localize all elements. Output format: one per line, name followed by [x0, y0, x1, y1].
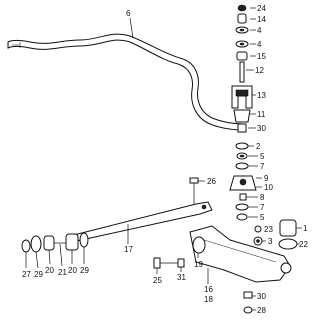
label-27: 27	[22, 270, 31, 279]
label-5a: 5	[260, 152, 265, 161]
ball-joint	[278, 219, 298, 250]
label-18: 18	[204, 295, 213, 304]
label-21: 21	[58, 268, 67, 277]
label-22: 22	[299, 240, 308, 249]
label-8: 8	[260, 193, 265, 202]
label-17: 17	[124, 245, 133, 254]
label-29a: 29	[34, 270, 43, 279]
small-bolt-parts	[253, 225, 263, 246]
rod-bushings	[21, 232, 89, 253]
label-31: 31	[177, 273, 186, 282]
label-1: 1	[303, 224, 308, 233]
label-16: 16	[204, 285, 213, 294]
label-12: 12	[255, 66, 264, 75]
label-20b: 20	[68, 266, 77, 275]
label-5b: 5	[260, 213, 265, 222]
label-15: 15	[257, 52, 266, 61]
bolt-25	[153, 257, 185, 269]
label-14: 14	[257, 15, 266, 24]
label-26: 26	[207, 177, 216, 186]
label-2: 2	[256, 142, 261, 151]
label-28: 28	[257, 306, 266, 315]
lower-bracket	[229, 175, 257, 221]
label-7b: 7	[260, 203, 265, 212]
label-24: 24	[257, 4, 266, 13]
label-10: 10	[264, 183, 273, 192]
label-6: 6	[126, 9, 131, 18]
label-3: 3	[268, 237, 273, 246]
label-30b: 30	[257, 292, 266, 301]
bolt-26	[189, 177, 199, 208]
label-20a: 20	[45, 266, 54, 275]
label-23: 23	[264, 225, 273, 234]
label-19: 19	[194, 260, 203, 269]
mid-bushing-stack	[235, 142, 249, 170]
label-9: 9	[264, 174, 269, 183]
label-4b: 4	[257, 40, 262, 49]
lower-control-arm	[189, 225, 292, 283]
stabilizer-bar	[7, 33, 245, 131]
label-30a: 30	[257, 124, 266, 133]
label-7a: 7	[260, 162, 265, 171]
label-25: 25	[153, 276, 162, 285]
ball-joint-nut	[243, 291, 253, 314]
top-mount-stack	[235, 4, 249, 83]
label-11: 11	[257, 110, 266, 119]
stabilizer-bracket	[231, 85, 253, 133]
label-13: 13	[257, 91, 266, 100]
exploded-parts-diagram: 6 24 14 4 4 15 12 13 11 30 2 5	[7, 4, 308, 315]
leader-6	[129, 17, 134, 39]
label-4a: 4	[257, 26, 262, 35]
label-29b: 29	[80, 266, 89, 275]
